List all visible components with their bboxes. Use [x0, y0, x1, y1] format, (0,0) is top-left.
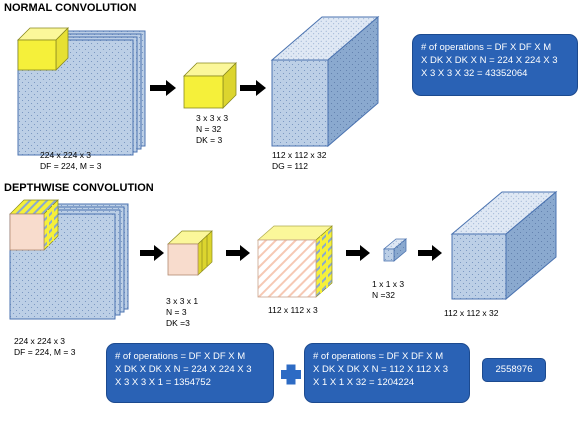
dw-input-label: 224 x 224 x 3 DF = 224, M = 3 — [14, 336, 75, 358]
pointwise-n: N =32 — [372, 290, 395, 300]
arrow-1 — [150, 80, 176, 96]
dw-kernel-dk: DK =3 — [166, 318, 190, 328]
normal-ops-line-2: X DK X DK X N = 224 X 224 X 3 — [421, 55, 558, 66]
pointwise-operations-box: # of operations = DF X DF X M X DK X DK … — [304, 343, 470, 403]
dw-ops-line-1: # of operations = DF X DF X M — [115, 351, 246, 362]
dw-kernel-n: N = 3 — [166, 307, 187, 317]
pointwise-kernel — [382, 238, 408, 262]
dw-output-label: 112 x 112 x 32 — [444, 308, 499, 318]
normal-kernel-n: N = 32 — [196, 124, 222, 134]
normal-kernel-dk: DK = 3 — [196, 135, 223, 145]
pw-ops-line-3: X 1 X 1 X 32 = 1204224 — [313, 377, 415, 388]
dw-ops-line-3: X 3 X 3 X 1 = 1354752 — [115, 377, 211, 388]
pw-ops-line-2: X DK X DK X N = 112 X 112 X 3 — [313, 364, 449, 375]
normal-kernel-cube — [183, 62, 237, 109]
dw-input-kernel-highlight — [9, 199, 59, 251]
dw-intermediate-volume — [257, 225, 333, 298]
dw-output-volume — [450, 190, 558, 301]
normal-input-dims: 224 x 224 x 3 — [40, 150, 92, 160]
normal-output-label: 112 x 112 x 32 DG = 112 — [272, 150, 327, 172]
normal-input-kernel-highlight — [17, 27, 69, 71]
pw-ops-line-1: # of operations = DF X DF X M — [313, 351, 444, 362]
dw-ops-line-2: X DK X DK X N = 224 X 224 X 3 — [115, 364, 252, 375]
normal-input-params: DF = 224, M = 3 — [40, 161, 102, 171]
pointwise-dims: 1 x 1 x 3 — [372, 279, 405, 289]
arrow-6 — [418, 245, 442, 261]
normal-ops-line-1: # of operations = DF X DF X M — [421, 42, 552, 53]
arrow-2 — [240, 80, 266, 96]
arrow-3 — [140, 245, 164, 261]
plus-icon — [281, 364, 301, 385]
normal-input-label: 224 x 224 x 3 DF = 224, M = 3 — [40, 150, 101, 172]
total-operations-badge: 2558976 — [482, 358, 546, 382]
dw-input-volume — [9, 203, 129, 320]
dw-kernel-cubes — [167, 230, 213, 276]
depthwise-operations-box: # of operations = DF X DF X M X DK X DK … — [106, 343, 274, 403]
dw-kernel-dims: 3 x 3 x 1 — [166, 296, 199, 306]
dw-mid-label: 112 x 112 x 3 — [268, 305, 318, 315]
depthwise-convolution-title: DEPTHWISE CONVOLUTION — [4, 182, 154, 194]
normal-kernel-dims: 3 x 3 x 3 — [196, 113, 229, 123]
normal-kernel-label: 3 x 3 x 3 N = 32 DK = 3 — [196, 113, 228, 146]
dw-input-dims: 224 x 224 x 3 — [14, 336, 66, 346]
normal-output-volume — [270, 15, 380, 148]
arrow-4 — [226, 245, 250, 261]
dw-input-params: DF = 224, M = 3 — [14, 347, 76, 357]
normal-convolution-title: NORMAL CONVOLUTION — [4, 2, 137, 14]
normal-ops-line-3: X 3 X 3 X 32 = 43352064 — [421, 68, 528, 79]
dw-kernel-label: 3 x 3 x 1 N = 3 DK =3 — [166, 296, 198, 329]
arrow-5 — [346, 245, 370, 261]
normal-operations-box: # of operations = DF X DF X M X DK X DK … — [412, 34, 578, 96]
pointwise-label: 1 x 1 x 3 N =32 — [372, 279, 404, 301]
normal-output-dg: DG = 112 — [272, 161, 308, 171]
normal-output-dims: 112 x 112 x 32 — [272, 150, 327, 160]
